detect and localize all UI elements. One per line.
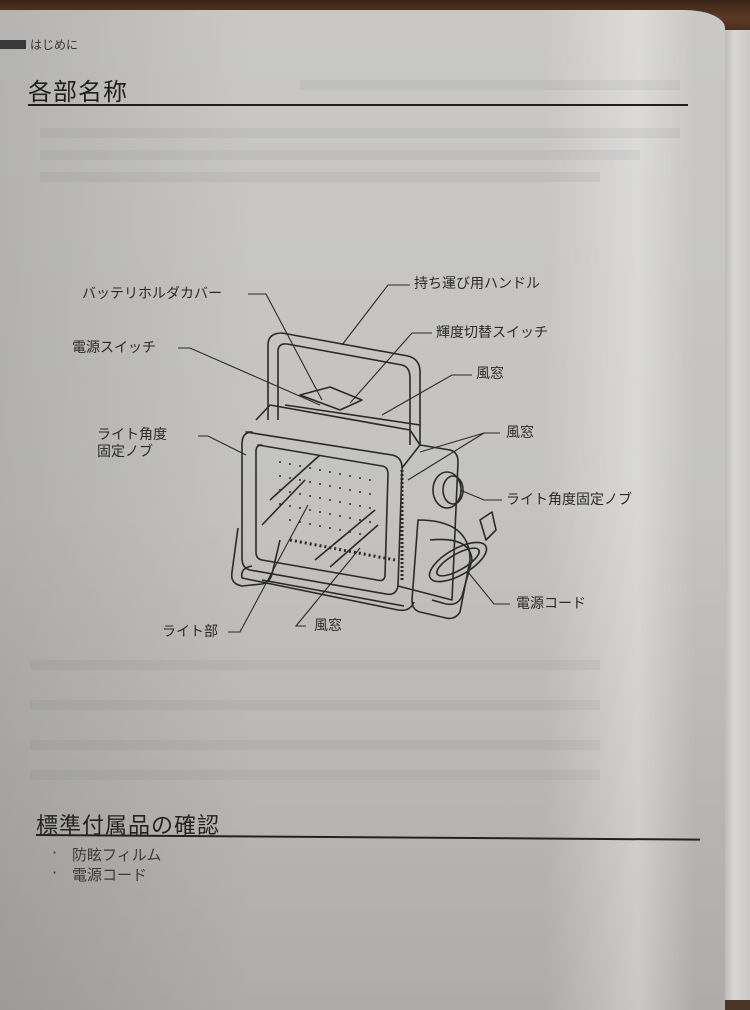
handle-shape: [267, 332, 421, 445]
label-vent-side: 風窓: [506, 425, 534, 441]
section-marker: [0, 40, 26, 49]
label-angle-knob-right: ライト角度固定ノブ: [506, 492, 632, 508]
label-angle-knob-left-line2: 固定ノブ: [97, 444, 153, 460]
label-battery-holder-cover: バッテリホルダカバー: [82, 286, 222, 302]
bleed-through-text: [40, 128, 680, 138]
bleed-through-text: [30, 770, 600, 780]
label-power-cord: 電源コード: [516, 596, 586, 612]
title-underline: [28, 104, 688, 106]
label-brightness-switch: 輝度切替スイッチ: [436, 325, 548, 341]
bleed-through-text: [30, 700, 600, 710]
leader-lines: [178, 284, 510, 633]
parts-section-title: 各部名称: [28, 78, 128, 106]
bleed-through-text: [40, 150, 640, 160]
section-label: はじめに: [30, 38, 79, 52]
label-carry-handle: 持ち運び用ハンドル: [414, 276, 540, 292]
manual-page: [0, 10, 725, 1010]
label-angle-knob-left-line1: ライト角度: [97, 427, 167, 443]
label-power-switch: 電源スイッチ: [72, 340, 156, 356]
led-dots: [279, 461, 371, 535]
bleed-through-text: [40, 172, 600, 182]
label-vent-top: 風窓: [476, 366, 504, 382]
bleed-through-text: [30, 740, 600, 750]
accessory-item: 電源コード: [52, 863, 161, 885]
light-frame: [241, 431, 403, 596]
label-light-unit: ライト部: [162, 624, 218, 640]
label-vent-bottom: 風窓: [314, 618, 342, 634]
accessory-item: 防眩フィルム: [52, 843, 161, 865]
bleed-through-text: [30, 660, 600, 670]
accessories-list: 防眩フィルム 電源コード: [52, 843, 161, 885]
bleed-through-text: [300, 80, 680, 90]
